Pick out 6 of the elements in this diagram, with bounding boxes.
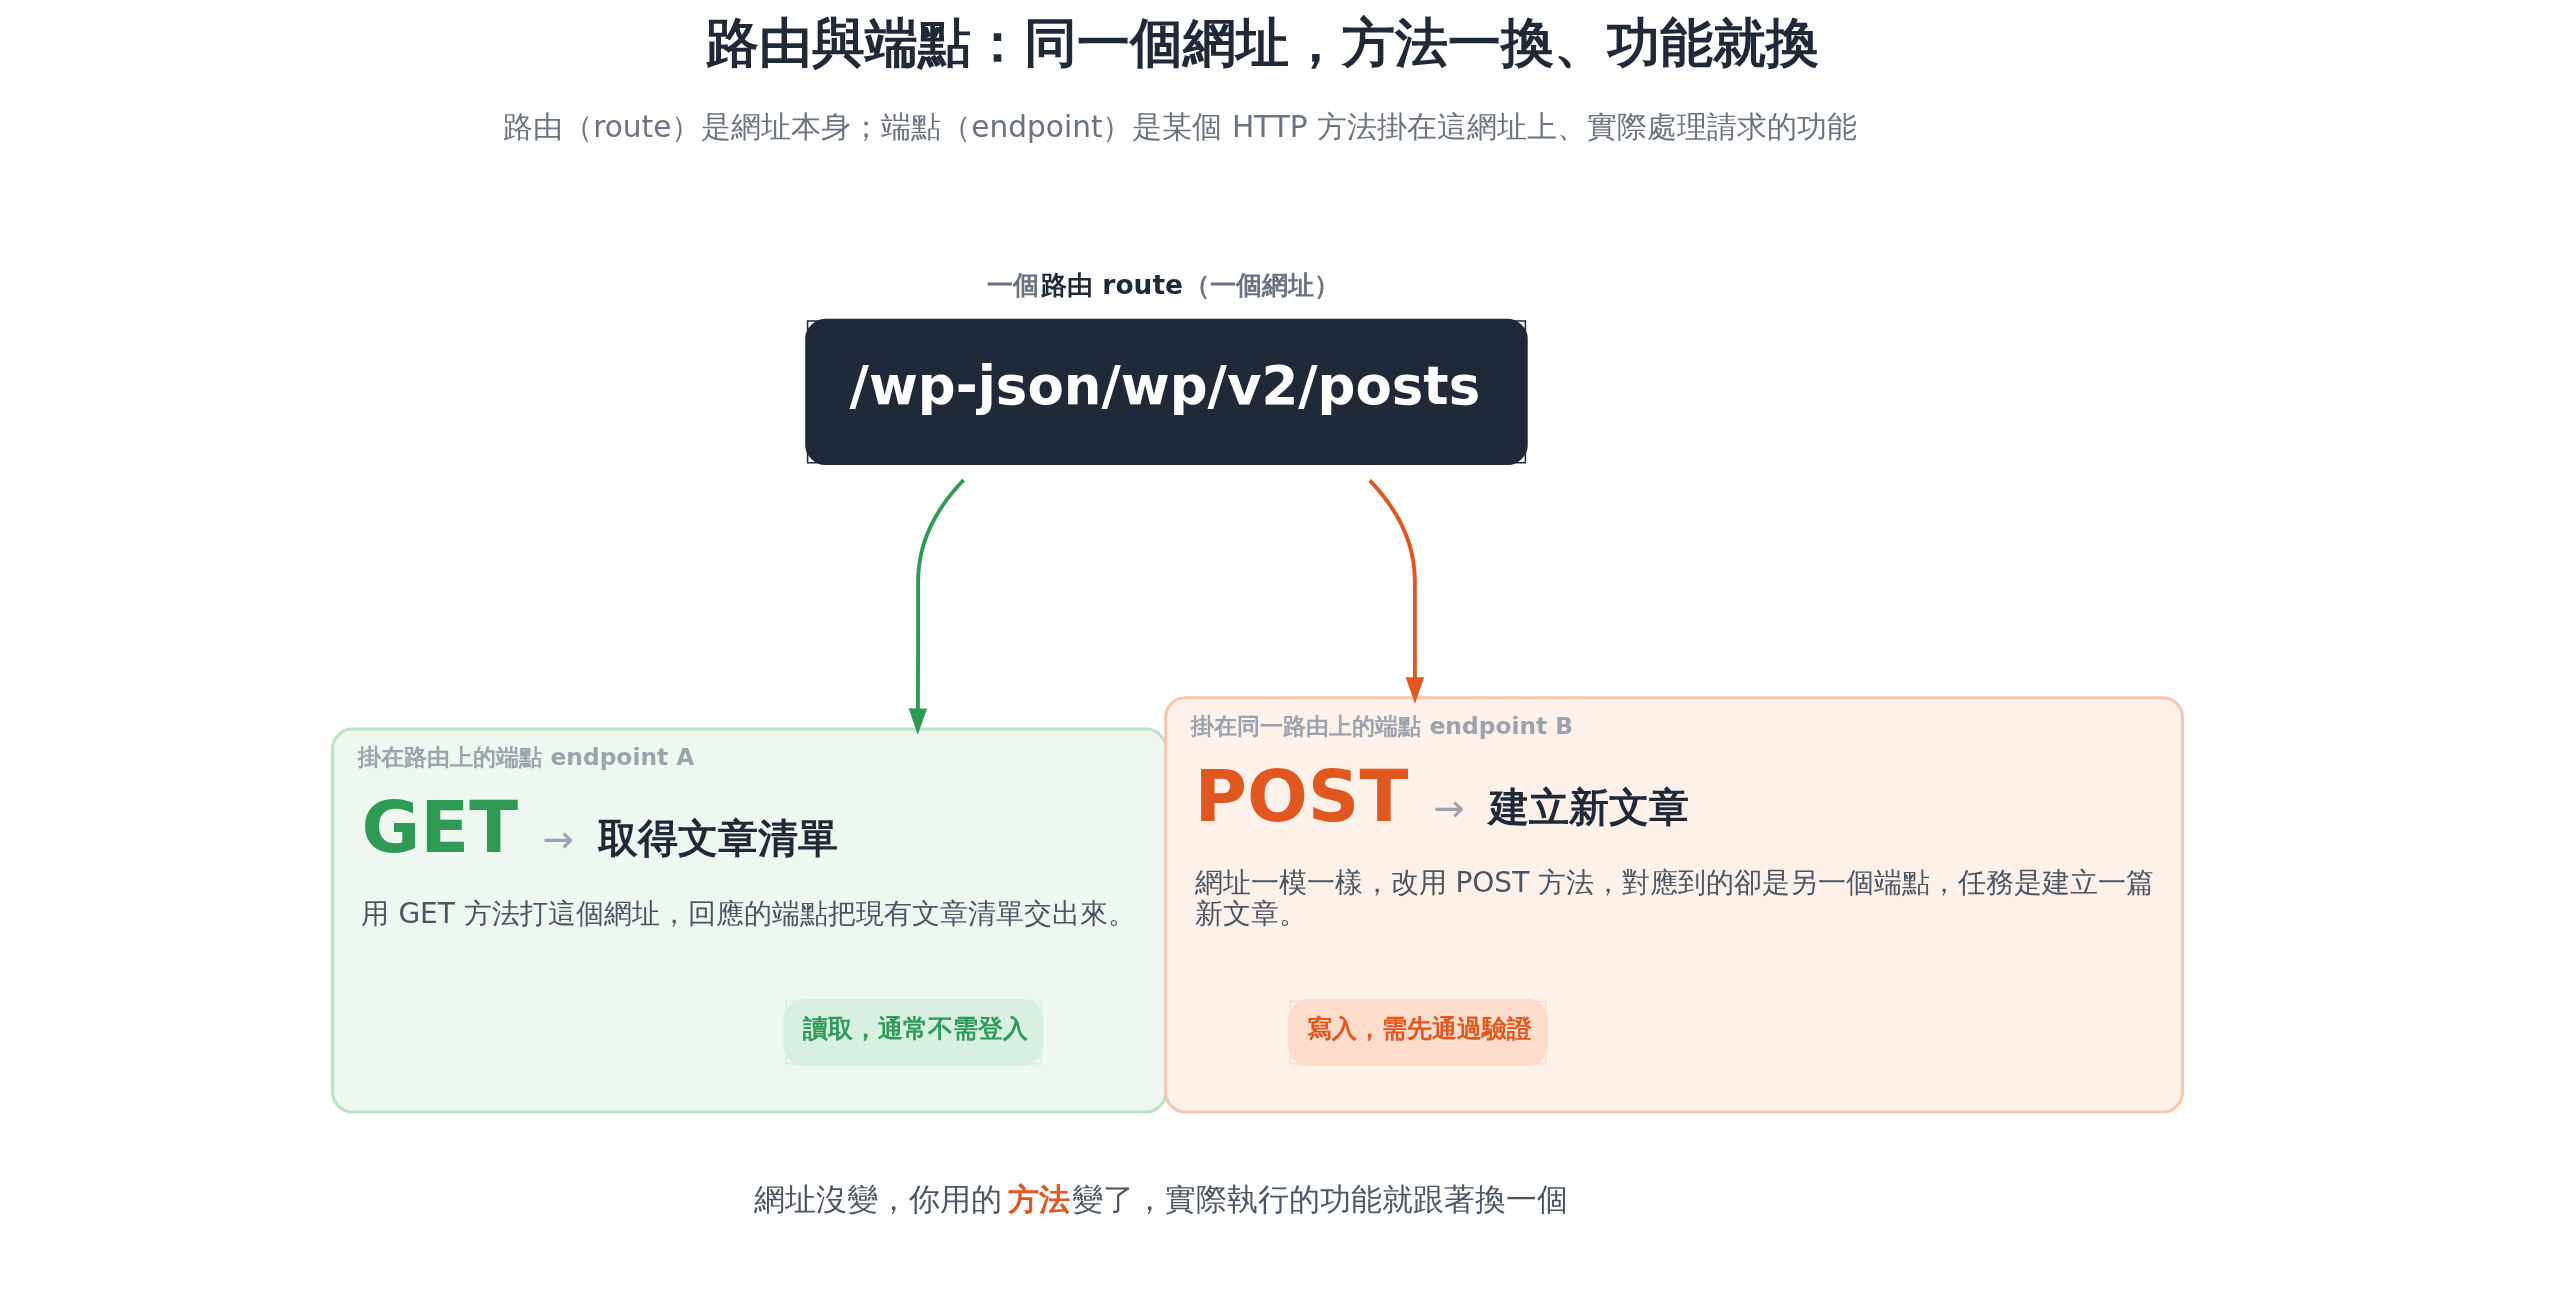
label: 路由（route）是網址本身；端點（endpoint）是某個 HTTP 方法掛在這網址上、實際處理請求的功能 (503, 109, 1857, 144)
caption: 網址沒變，你用的方法變了，實際執行的功能就跟著換一個 (753, 1181, 1568, 1218)
arrow (908, 478, 965, 735)
node-label: 一個路由 route（一個網址） (986, 268, 1341, 300)
arrow (1368, 479, 1425, 704)
diagram-title: 路由與端點：同一個網址，方法一換、功能就換 (705, 12, 1819, 74)
